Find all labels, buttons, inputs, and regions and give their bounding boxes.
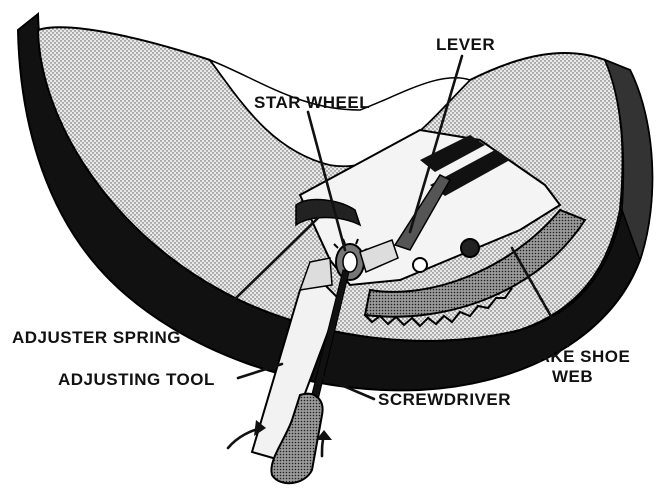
screwdriver-handle: [270, 392, 324, 485]
adjuster-spring: [295, 198, 362, 227]
label-star-wheel: STAR WHEEL: [254, 93, 370, 112]
rivet-hole: [412, 257, 428, 273]
leader-star-wheel: [306, 110, 347, 252]
label-lever: LEVER: [436, 35, 495, 54]
label-adjusting-tool: ADJUSTING TOOL: [58, 370, 215, 389]
adjusting-tool-tip: [298, 257, 333, 291]
brake-shoe-web: [363, 208, 587, 318]
label-adjuster-spring: ADJUSTER SPRING: [12, 328, 181, 347]
label-brake-shoe-web-line2: WEB: [552, 367, 593, 386]
adjuster-screw: [359, 239, 399, 274]
leader-brake-shoe-web: [510, 246, 570, 348]
label-brake-shoe-web-line1: BRAKE SHOE: [512, 347, 630, 366]
motion-arrow-left-head: [254, 420, 266, 436]
rivet-hole: [460, 238, 480, 258]
adjuster-lever: [393, 174, 452, 251]
backing-plate-rim: [603, 58, 654, 263]
motion-arrow-right-head: [316, 430, 332, 440]
leader-lever: [408, 54, 464, 234]
label-screwdriver: SCREWDRIVER: [378, 390, 511, 409]
leader-adjuster-spring: [194, 216, 320, 339]
brake-lining-edge: [364, 287, 513, 328]
leader-adjusting-tool: [236, 362, 284, 380]
leader-screwdriver: [318, 374, 376, 401]
